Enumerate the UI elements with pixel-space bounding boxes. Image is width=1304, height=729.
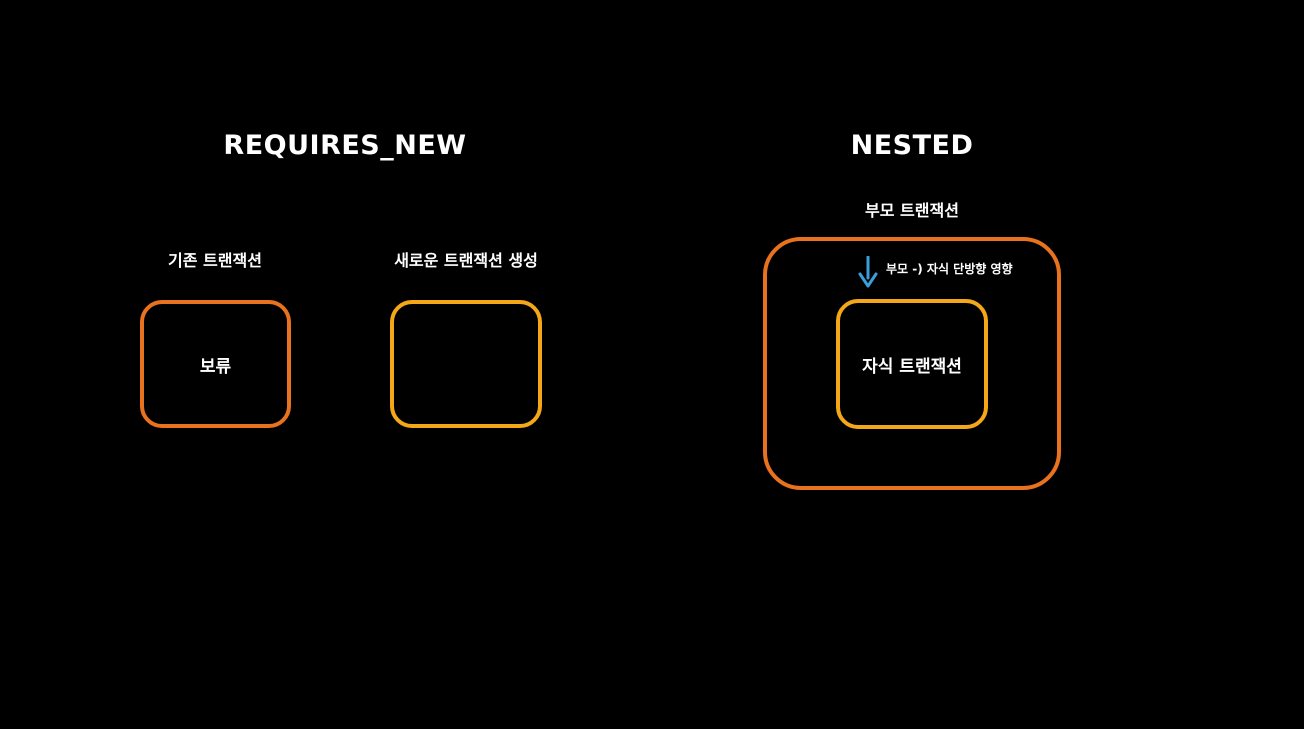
suspended-text: 보류 xyxy=(199,356,232,377)
parent-transaction-label: 부모 트랜잭션 xyxy=(865,201,959,220)
new-transaction-box xyxy=(390,300,542,428)
requires-new-title: REQUIRES_NEW xyxy=(223,130,467,161)
new-transaction-label: 새로운 트랜잭션 생성 xyxy=(394,251,538,270)
child-transaction-text: 자식 트랜잭션 xyxy=(862,356,962,377)
parent-transaction-box xyxy=(763,237,1061,490)
nested-title: NESTED xyxy=(850,130,974,161)
existing-transaction-label: 기존 트랜잭션 xyxy=(168,251,262,270)
child-transaction-box: 자식 트랜잭션 xyxy=(836,299,988,429)
parent-to-child-label: 부모 -) 자식 단방향 영향 xyxy=(886,262,1013,276)
existing-transaction-box: 보류 xyxy=(140,300,291,428)
arrow-down-icon xyxy=(857,255,879,288)
